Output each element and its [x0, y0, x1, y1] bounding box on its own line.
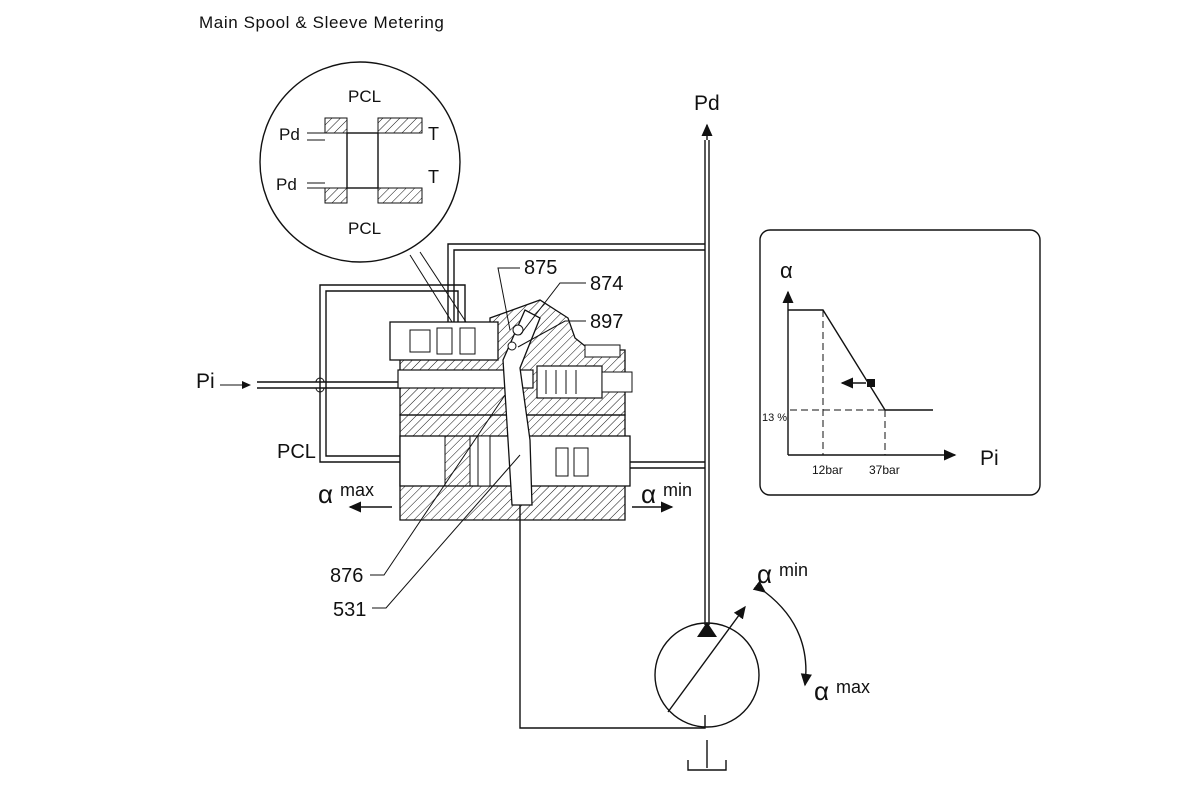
pilot-piston: [397, 369, 534, 389]
sleeve-top-left: [324, 117, 348, 134]
graph-frame: [759, 229, 1041, 496]
graph-curve: [788, 309, 933, 411]
pilot-spring: [536, 365, 603, 399]
detail-view: PCL PCL Pd Pd T T: [259, 61, 467, 323]
detail-circle: [259, 61, 461, 263]
graph-y-label: α: [780, 258, 793, 283]
alpha-symbol-max-left: α: [318, 479, 333, 509]
sleeve-bottom-right: [377, 187, 423, 204]
port-pcl-label: PCL: [277, 441, 316, 463]
label-max-pump: max: [836, 677, 870, 697]
label-max-left: max: [340, 480, 374, 500]
spool: [346, 132, 379, 189]
valve-direction-labels: α max α min: [318, 479, 692, 513]
graph-x-label: Pi: [980, 447, 999, 470]
graph-x-tick-12bar: 12bar: [812, 463, 843, 477]
feedback-lever: [502, 309, 541, 506]
regulator-valve: [389, 299, 633, 521]
callout-leaders: [370, 267, 586, 609]
callout-897: 897: [590, 311, 623, 333]
label-pcl-top: PCL: [348, 87, 381, 106]
hydraulic-lines: [257, 123, 727, 771]
diagram-title: Main Spool & Sleeve Metering: [199, 13, 445, 32]
label-pd-upper: Pd: [279, 125, 300, 144]
adjust-screw: [601, 371, 633, 393]
characteristic-graph: α Pi 13 % 12bar 37bar: [759, 229, 1041, 496]
label-pd-lower: Pd: [276, 175, 297, 194]
alpha-symbol-min-right: α: [641, 479, 656, 509]
callout-531: 531: [333, 599, 366, 621]
port-pd-label: Pd: [694, 92, 720, 115]
label-t-lower: T: [428, 167, 439, 187]
sleeve-top-right: [377, 117, 423, 134]
variable-pump: α min α max: [654, 559, 870, 728]
label-min-pump: min: [779, 560, 808, 580]
alpha-symbol-max-pump: α: [814, 676, 829, 706]
label-min-right: min: [663, 480, 692, 500]
label-t-upper: T: [428, 124, 439, 144]
plug: [584, 344, 621, 358]
label-pcl-bottom: PCL: [348, 219, 381, 238]
graph-x-tick-37bar: 37bar: [869, 463, 900, 477]
alpha-symbol-min-pump: α: [757, 559, 772, 589]
callout-876: 876: [330, 565, 363, 587]
port-pi-label: Pi: [196, 370, 215, 393]
pump-circle: [654, 622, 760, 728]
sleeve-bottom-left: [324, 187, 348, 204]
graph-y-tick: 13 %: [762, 412, 787, 424]
callout-874: 874: [590, 273, 623, 295]
callout-875: 875: [524, 257, 557, 279]
